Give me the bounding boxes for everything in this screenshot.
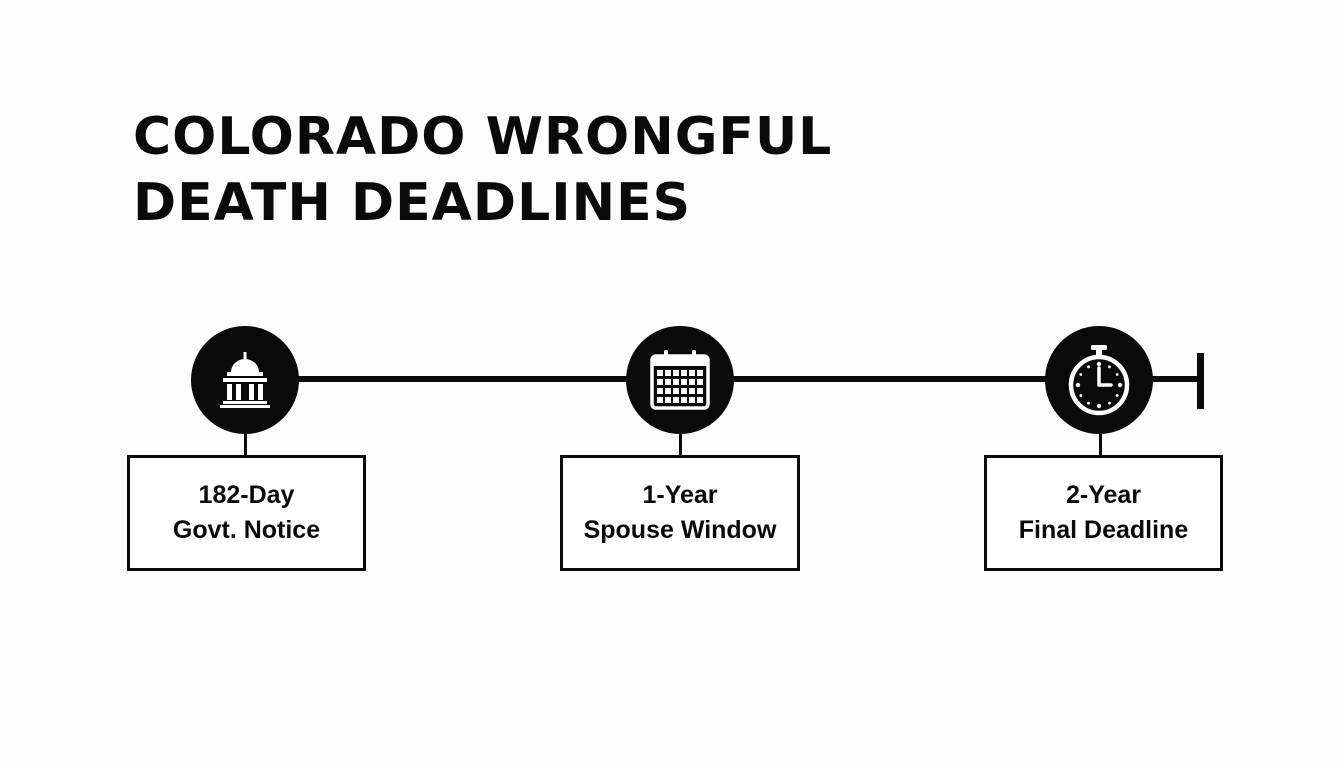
milestone-label-box-3: 2-Year Final Deadline — [984, 455, 1223, 571]
milestone-label-box-1: 182-Day Govt. Notice — [127, 455, 366, 571]
milestone-1-line-1: 182-Day — [198, 481, 295, 509]
calendar-day-cell — [697, 388, 703, 394]
timeline-end-cap — [1197, 353, 1204, 409]
milestone-3-line-2: Final Deadline — [1018, 516, 1189, 544]
calendar-day-cell — [689, 388, 695, 394]
calendar-day-cell — [681, 379, 687, 385]
stopwatch-tick — [1075, 382, 1081, 388]
stopwatch-icon — [1068, 345, 1130, 416]
title-line-2: DEATH DEADLINES — [133, 173, 692, 233]
calendar-icon — [650, 350, 710, 410]
calendar-day-cell — [673, 370, 679, 376]
stopwatch-tick — [1108, 401, 1111, 405]
connector-1 — [244, 434, 247, 456]
calendar-day-cell — [673, 388, 679, 394]
stopwatch-tick — [1115, 373, 1119, 376]
calendar-day-cell — [657, 397, 663, 403]
calendar-day-cell — [681, 370, 687, 376]
stopwatch-tick — [1096, 403, 1102, 409]
milestone-node-2 — [626, 326, 734, 434]
milestone-1-line-2: Govt. Notice — [172, 516, 321, 544]
calendar-day-cell — [657, 388, 663, 394]
stopwatch-tick — [1087, 401, 1090, 405]
stopwatch-tick — [1117, 382, 1123, 388]
connector-3 — [1099, 434, 1102, 456]
connector-2 — [679, 434, 682, 456]
stopwatch-tick — [1079, 373, 1083, 376]
calendar-day-cell — [681, 397, 687, 403]
calendar-day-cell — [665, 379, 671, 385]
calendar-day-cell — [689, 370, 695, 376]
calendar-day-cell — [697, 379, 703, 385]
calendar-day-cell — [665, 370, 671, 376]
stopwatch-tick — [1087, 365, 1090, 369]
stopwatch-tick — [1115, 394, 1119, 397]
calendar-day-cell — [681, 388, 687, 394]
calendar-day-cell — [697, 397, 703, 403]
milestone-3-line-1: 2-Year — [1065, 481, 1142, 509]
milestone-2-line-2: Spouse Window — [583, 516, 777, 544]
milestone-node-3 — [1045, 326, 1153, 434]
calendar-day-cell — [657, 370, 663, 376]
stopwatch-tick — [1108, 365, 1111, 369]
calendar-day-cell — [689, 397, 695, 403]
calendar-day-cell — [689, 379, 695, 385]
calendar-day-cell — [673, 397, 679, 403]
calendar-day-cell — [657, 379, 663, 385]
calendar-day-cell — [665, 397, 671, 403]
courthouse-icon — [220, 352, 270, 408]
calendar-day-cell — [665, 388, 671, 394]
title-line-1: COLORADO WRONGFUL — [133, 107, 833, 167]
milestone-node-1 — [191, 326, 299, 434]
diagram-title: COLORADO WRONGFUL DEATH DEADLINES — [133, 104, 832, 236]
calendar-day-cell — [697, 370, 703, 376]
stopwatch-tick — [1079, 394, 1083, 397]
stopwatch-tick — [1096, 361, 1102, 367]
milestone-label-box-2: 1-Year Spouse Window — [560, 455, 800, 571]
calendar-day-cell — [673, 379, 679, 385]
milestone-2-line-1: 1-Year — [642, 481, 718, 509]
